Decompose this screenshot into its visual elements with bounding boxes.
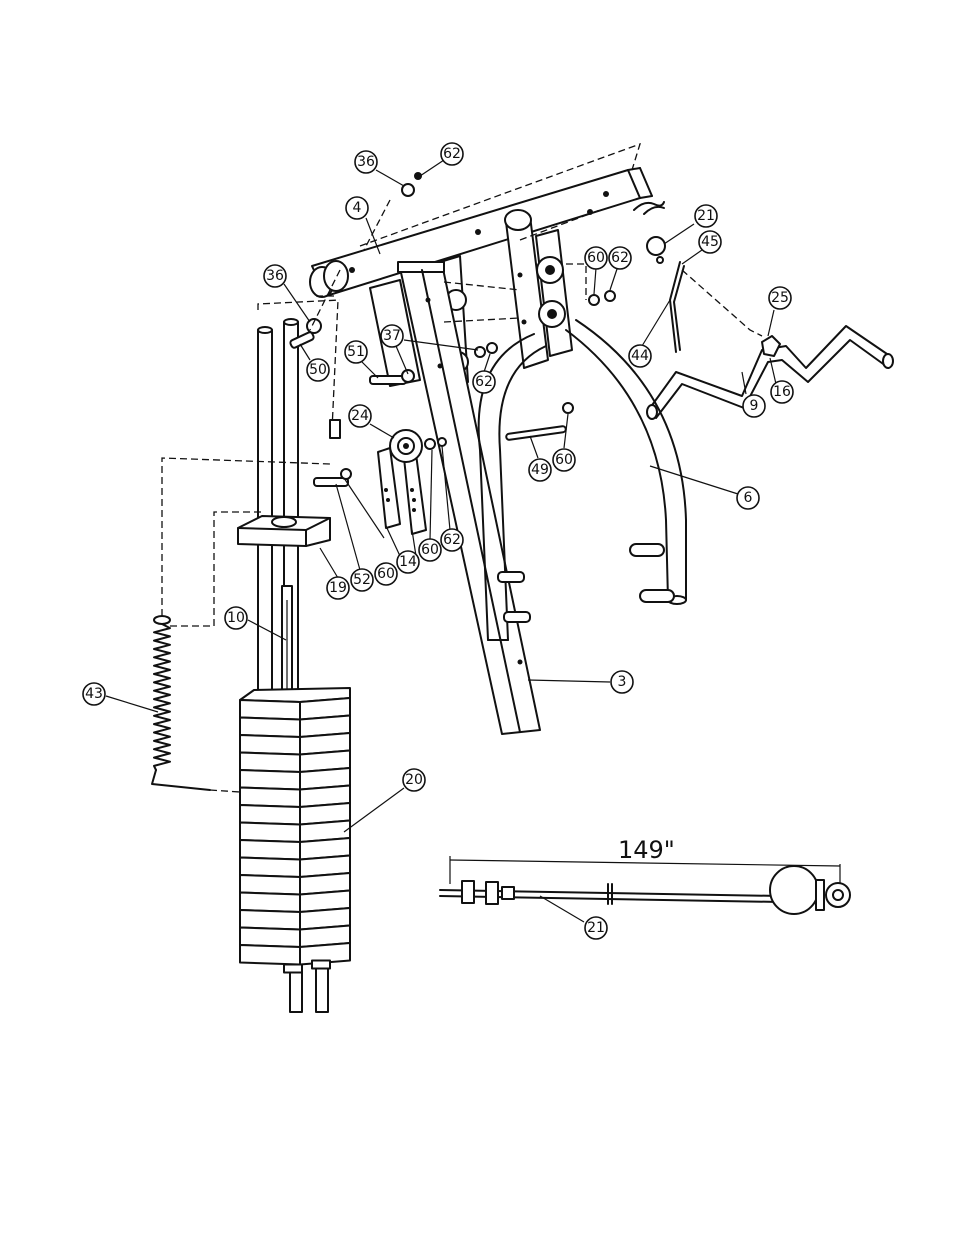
callout-51: 51 [344,340,368,364]
weight-plate-front [239,926,301,948]
spring [151,615,241,793]
callout-9: 9 [742,394,766,418]
callout-label: 62 [443,532,461,548]
callout-19: 19 [326,576,350,600]
callout-label: 50 [309,362,327,378]
callout-label: 60 [421,542,439,558]
leader-lines [105,159,777,923]
callout-43: 43 [82,682,106,706]
weight-plate-front [239,891,301,913]
callout-14: 14 [396,550,420,574]
callout-label: 14 [399,554,417,570]
callout-62-right: 62 [608,246,632,270]
callout-label: 25 [771,290,789,306]
callout-label: 49 [531,462,549,478]
callout-label: 62 [611,250,629,266]
callout-label: 19 [329,580,347,596]
bolts-washers [289,172,616,487]
callout-label: 37 [383,328,401,344]
callout-25: 25 [768,286,792,310]
weight-plate-front [239,874,301,896]
weight-plate-front [239,716,301,738]
callout-50: 50 [306,358,330,382]
callout-label: 36 [266,268,284,284]
callout-44: 44 [628,344,652,368]
center-bracket [369,279,427,535]
weight-plate-front [239,769,301,791]
callout-49: 49 [528,458,552,482]
weight-plate-front [239,839,301,861]
stack-foot [283,963,303,974]
callout-36-left: 36 [263,264,287,288]
callout-label: 60 [377,566,395,582]
callout-16: 16 [770,380,794,404]
callout-label: 62 [475,374,493,390]
cable-inset [439,856,851,915]
callout-label: 45 [701,234,719,250]
lat-bar [646,325,894,420]
callout-label: 3 [618,674,627,690]
weight-plate-front [239,944,301,966]
callout-label: 43 [85,686,103,702]
callout-label: 60 [587,250,605,266]
callout-label: 51 [347,344,365,360]
callout-60-mid: 60 [552,448,576,472]
callout-label: 16 [773,384,791,400]
callout-36-top: 36 [354,150,378,174]
weight-plate-front [239,699,301,721]
weight-plate-front [239,804,301,826]
callout-20: 20 [402,768,426,792]
callout-6: 6 [736,486,760,510]
callout-24: 24 [348,404,372,428]
callout-21-inset: 21 [584,916,608,940]
top-plate [237,515,331,547]
callout-label: 9 [750,398,759,414]
guide-rods [257,318,329,1013]
callout-label: 36 [357,154,375,170]
callout-label: 44 [631,348,649,364]
rear-arc [565,319,687,605]
callout-62-mid: 62 [472,370,496,394]
callout-62-bracket: 62 [440,528,464,552]
stack-foot [311,959,331,970]
weight-plate-front [239,821,301,843]
callout-label: 52 [353,572,371,588]
weight-plate-front [239,751,301,773]
callout-label: 62 [443,146,461,162]
weight-plate-front [239,734,301,756]
pulley-24 [389,429,423,463]
callout-label: 60 [555,452,573,468]
weight-stack [239,687,351,974]
chain [646,236,685,353]
callout-4: 4 [345,196,369,220]
callout-label: 20 [405,772,423,788]
callout-10: 10 [224,606,248,630]
callout-label: 24 [351,408,369,424]
dimension-label: 149" [618,836,675,864]
callout-45: 45 [698,230,722,254]
callout-60-right: 60 [584,246,608,270]
callout-62-top: 62 [440,142,464,166]
callout-52: 52 [350,568,374,592]
callout-60-low: 60 [374,562,398,586]
callout-label: 21 [697,208,715,224]
callout-label: 4 [353,200,362,216]
weight-plate-front [239,909,301,931]
callout-60-bracket: 60 [418,538,442,562]
top-beam [309,167,665,298]
selector-stem [281,585,293,697]
weight-plate-front [239,856,301,878]
callout-label: 10 [227,610,245,626]
callout-21-top: 21 [694,204,718,228]
callout-label: 6 [744,490,753,506]
weight-plate-side [299,942,351,966]
weight-plate-front [239,786,301,808]
callout-3: 3 [610,670,634,694]
callout-label: 21 [587,920,605,936]
callout-37: 37 [380,324,404,348]
